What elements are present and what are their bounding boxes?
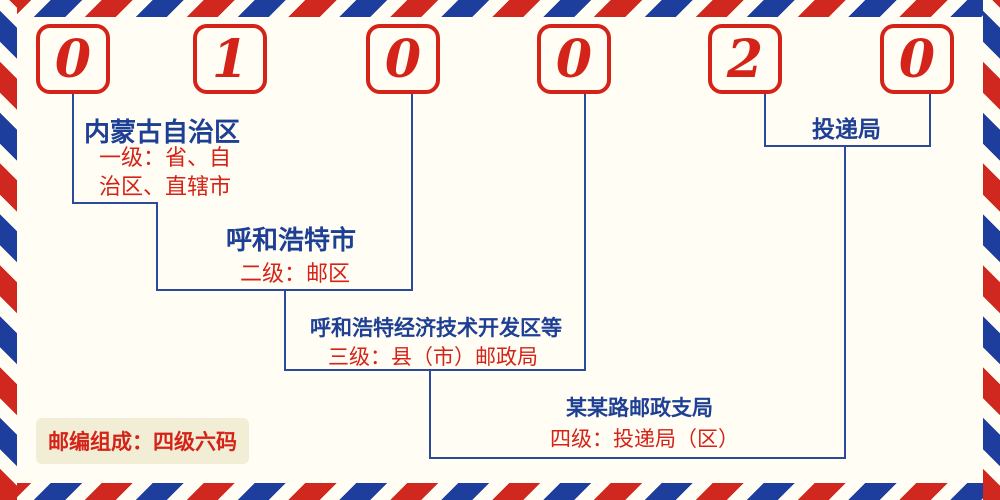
airmail-border-right xyxy=(983,0,1000,500)
postal-digit-box-1: 0 xyxy=(36,24,110,94)
delivery-office-label: 投递局 xyxy=(812,117,881,143)
airmail-border-bottom xyxy=(0,483,1000,500)
postal-digit-box-2: 1 xyxy=(193,24,267,94)
postal-digit-box-6: 0 xyxy=(880,24,954,94)
airmail-border-top xyxy=(0,0,1000,17)
level1-region-name: 内蒙古自治区 xyxy=(84,118,241,148)
level3-district-name: 呼和浩特经济技术开发区等 xyxy=(310,316,562,340)
level4-branch-name: 某某路邮政支局 xyxy=(566,396,713,420)
airmail-border-left xyxy=(0,0,17,500)
postal-digit-box-3: 0 xyxy=(366,24,440,94)
level3-description: 三级：县（市）邮政局 xyxy=(328,345,538,369)
postal-digit-box-4: 0 xyxy=(537,24,611,94)
level1-description: 一级：省、自治区、直辖市 xyxy=(98,146,231,200)
level2-description: 二级：邮区 xyxy=(240,262,351,287)
level4-description: 四级：投递局（区） xyxy=(550,427,739,451)
postal-code-composition-note: 邮编组成：四级六码 xyxy=(36,418,249,464)
postal-digit-box-5: 2 xyxy=(708,24,782,94)
level2-city-name: 呼和浩特市 xyxy=(226,226,357,256)
